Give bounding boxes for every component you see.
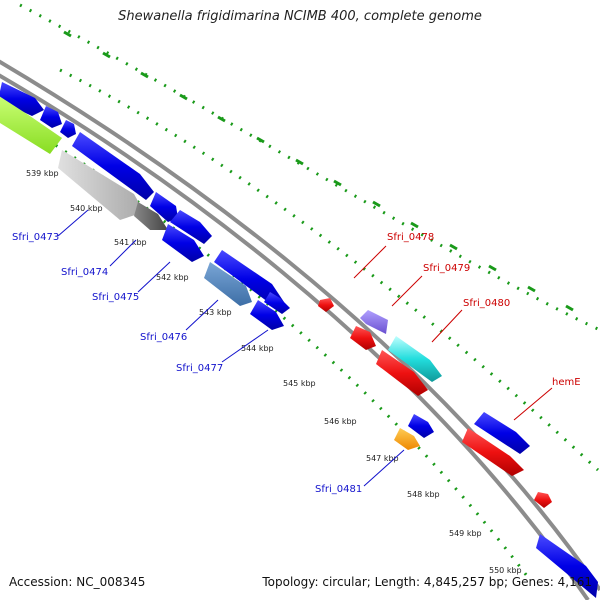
gene-arrow-blue <box>264 292 290 314</box>
major-tick <box>488 264 497 272</box>
gene-arrow-blue <box>150 192 178 222</box>
major-tick <box>256 136 265 144</box>
tick-label: 547 kbp <box>366 454 399 463</box>
major-tick <box>565 304 574 312</box>
tick-label: 549 kbp <box>449 529 482 538</box>
gene-label-sfri-0477: Sfri_0477 <box>176 363 223 374</box>
gene-arrow-blue <box>72 132 154 200</box>
gene-label-sfri-0473: Sfri_0473 <box>12 232 59 243</box>
gene-label-sfri-0476: Sfri_0476 <box>140 332 187 343</box>
gene-arrow-red <box>318 298 334 312</box>
gene-arrow-blue <box>0 82 44 116</box>
backbone <box>0 59 600 600</box>
major-tick <box>179 93 188 101</box>
major-tick <box>410 221 419 229</box>
major-tick <box>527 285 536 293</box>
gene-label-heme: hemE <box>552 377 581 388</box>
gene-arrow-blue <box>250 300 284 330</box>
tick-track-outer <box>19 3 600 332</box>
major-tick <box>295 158 304 166</box>
gene-arrow-blue <box>60 120 76 138</box>
gene-arrow-purple <box>360 310 388 334</box>
gene-arrow-blue <box>214 250 284 308</box>
major-tick <box>102 51 111 59</box>
gene-arrow-steel <box>204 262 252 306</box>
gene-arrow-cyan <box>388 336 442 382</box>
accession-text: Accession: NC_008345 <box>9 575 146 589</box>
gene-arrow-orange <box>394 428 420 450</box>
tick-tracks <box>0 3 600 581</box>
gene-arrow-blue <box>40 106 62 128</box>
map-title: Shewanella frigidimarina NCIMB 400, comp… <box>118 9 482 24</box>
major-tick <box>140 71 149 79</box>
tick-label: 545 kbp <box>283 379 316 388</box>
backbone-inner <box>0 73 590 600</box>
tick-label: 548 kbp <box>407 490 440 499</box>
tick-label: 540 kbp <box>70 204 103 213</box>
genes-inner <box>0 96 552 508</box>
tick-track-middle <box>59 68 600 472</box>
major-tick <box>372 200 381 208</box>
gene-arrow-red <box>462 428 524 476</box>
gene-arrow-red <box>376 350 428 396</box>
gene-arrow-blue <box>170 210 212 244</box>
tick-label: 542 kbp <box>156 273 189 282</box>
gene-arrow-red <box>534 492 552 508</box>
tick-label: 543 kbp <box>199 308 232 317</box>
gene-label-sfri-0478: Sfri_0478 <box>387 232 434 243</box>
kbp-tick-labels: 539 kbp 540 kbp 541 kbp 542 kbp 543 kbp … <box>26 169 522 575</box>
major-tick <box>333 179 342 187</box>
major-tick <box>217 115 226 123</box>
gene-labels: Sfri_0473 Sfri_0474 Sfri_0475 Sfri_0476 … <box>12 209 581 495</box>
gene-arrow-gray <box>58 150 144 220</box>
gene-arrow-blue <box>408 414 434 438</box>
gene-arrow-blue <box>162 224 204 262</box>
tick-label: 539 kbp <box>26 169 59 178</box>
gene-arrow-dark <box>134 202 168 230</box>
backbone-outer <box>0 59 600 592</box>
genome-summary-text: Topology: circular; Length: 4,845,257 bp… <box>262 575 592 589</box>
gene-arrow-lime <box>0 96 62 154</box>
tick-label: 541 kbp <box>114 238 147 247</box>
tick-label: 550 kbp <box>489 566 522 575</box>
major-tick <box>63 30 72 38</box>
tick-label: 546 kbp <box>324 417 357 426</box>
tick-label: 544 kbp <box>241 344 274 353</box>
major-ticks <box>63 30 574 312</box>
gene-label-sfri-0474: Sfri_0474 <box>61 267 108 278</box>
gene-arrow-red <box>350 326 376 350</box>
genes-outer <box>0 82 598 598</box>
gene-label-sfri-0479: Sfri_0479 <box>423 263 470 274</box>
major-tick <box>449 243 458 251</box>
gene-label-sfri-0481: Sfri_0481 <box>315 484 362 495</box>
gene-arrow-blue <box>474 412 530 454</box>
gene-label-sfri-0480: Sfri_0480 <box>463 298 510 309</box>
gene-label-sfri-0475: Sfri_0475 <box>92 292 139 303</box>
gene-arrow-blue <box>536 534 598 598</box>
tick-track-inner <box>0 108 532 581</box>
